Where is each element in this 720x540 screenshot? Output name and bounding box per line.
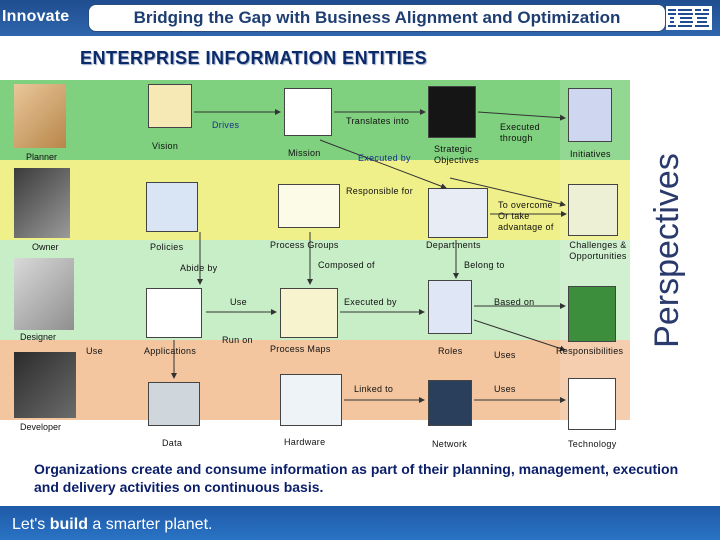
designer-photo bbox=[14, 258, 74, 330]
rel-executed-through: Executed through bbox=[500, 122, 540, 143]
network-icon bbox=[428, 380, 472, 426]
rel-abide-by: Abide by bbox=[180, 263, 218, 273]
process-groups-icon bbox=[278, 184, 340, 228]
entity-technology: Technology bbox=[568, 439, 617, 449]
entity-vision: Vision bbox=[152, 141, 179, 151]
role-developer: Developer bbox=[20, 422, 62, 432]
rel-to-overcome: To overcome Or take advantage of bbox=[498, 200, 554, 232]
entity-network: Network bbox=[432, 439, 468, 449]
mission-icon bbox=[284, 88, 332, 136]
entity-responsibilities: Responsibilities bbox=[556, 346, 624, 356]
rel-uses-1: Uses bbox=[494, 350, 516, 360]
initiatives-icon bbox=[568, 88, 612, 142]
rel-translates-into: Translates into bbox=[346, 116, 410, 126]
hardware-icon bbox=[280, 374, 342, 426]
policies-icon bbox=[146, 182, 198, 232]
section-title: ENTERPRISE INFORMATION ENTITIES bbox=[80, 48, 428, 68]
entity-process-maps: Process Maps bbox=[270, 344, 331, 354]
role-owner: Owner bbox=[32, 242, 59, 252]
rel-run-on: Run on bbox=[222, 335, 253, 345]
strategic-objectives-icon bbox=[428, 86, 476, 138]
footer-prefix: Let's bbox=[12, 516, 50, 533]
responsibilities-icon bbox=[568, 286, 616, 342]
rel-uses-2: Uses bbox=[494, 384, 516, 394]
role-planner: Planner bbox=[26, 152, 58, 162]
rel-based-on: Based on bbox=[494, 297, 535, 307]
entity-roles: Roles bbox=[438, 346, 463, 356]
entity-data: Data bbox=[162, 438, 183, 448]
entity-applications: Applications bbox=[144, 346, 197, 356]
slide-title: Bridging the Gap with Business Alignment… bbox=[133, 8, 621, 27]
owner-photo bbox=[14, 168, 70, 238]
applications-icon bbox=[146, 288, 202, 338]
entity-policies: Policies bbox=[150, 242, 184, 252]
footer-bold: build bbox=[49, 516, 88, 533]
caption: Organizations create and consume informa… bbox=[34, 461, 679, 495]
role-designer: Designer bbox=[20, 332, 57, 342]
title-box: Bridging the Gap with Business Alignment… bbox=[88, 4, 666, 32]
rel-belong-to: Belong to bbox=[464, 260, 505, 270]
planner-photo bbox=[14, 84, 66, 148]
entity-departments: Departments bbox=[426, 240, 481, 250]
data-icon bbox=[148, 382, 200, 426]
footer-suffix: a smarter planet. bbox=[87, 516, 213, 533]
rel-use-1: Use bbox=[230, 297, 247, 307]
entity-initiatives: Initiatives bbox=[570, 149, 611, 159]
footer-tagline: Let's build a smarter planet. bbox=[12, 516, 212, 534]
footer-bar bbox=[0, 506, 720, 540]
rel-responsible-for: Responsible for bbox=[346, 186, 414, 196]
rel-composed-of: Composed of bbox=[318, 260, 375, 270]
process-maps-icon bbox=[280, 288, 338, 338]
rel-drives: Drives bbox=[212, 120, 240, 130]
rel-linked-to: Linked to bbox=[354, 384, 394, 394]
technology-icon bbox=[568, 378, 616, 430]
departments-icon bbox=[428, 188, 488, 238]
rel-executed-by-1: Executed by bbox=[358, 153, 411, 163]
challenges-icon bbox=[568, 184, 618, 236]
vision-icon bbox=[148, 84, 192, 128]
entity-mission: Mission bbox=[288, 148, 321, 158]
rel-executed-by-2: Executed by bbox=[344, 297, 397, 307]
entity-process-groups: Process Groups bbox=[270, 240, 339, 250]
developer-photo bbox=[14, 352, 76, 418]
ibm-logo bbox=[666, 6, 712, 30]
entity-strategic-objectives: Strategic Objectives bbox=[434, 144, 480, 165]
innovate-brand: Innovate bbox=[2, 8, 70, 25]
roles-icon bbox=[428, 280, 472, 334]
entity-hardware: Hardware bbox=[284, 437, 326, 447]
rel-use-2: Use bbox=[86, 346, 103, 356]
entity-challenges: Challenges & Opportunities bbox=[569, 240, 627, 261]
